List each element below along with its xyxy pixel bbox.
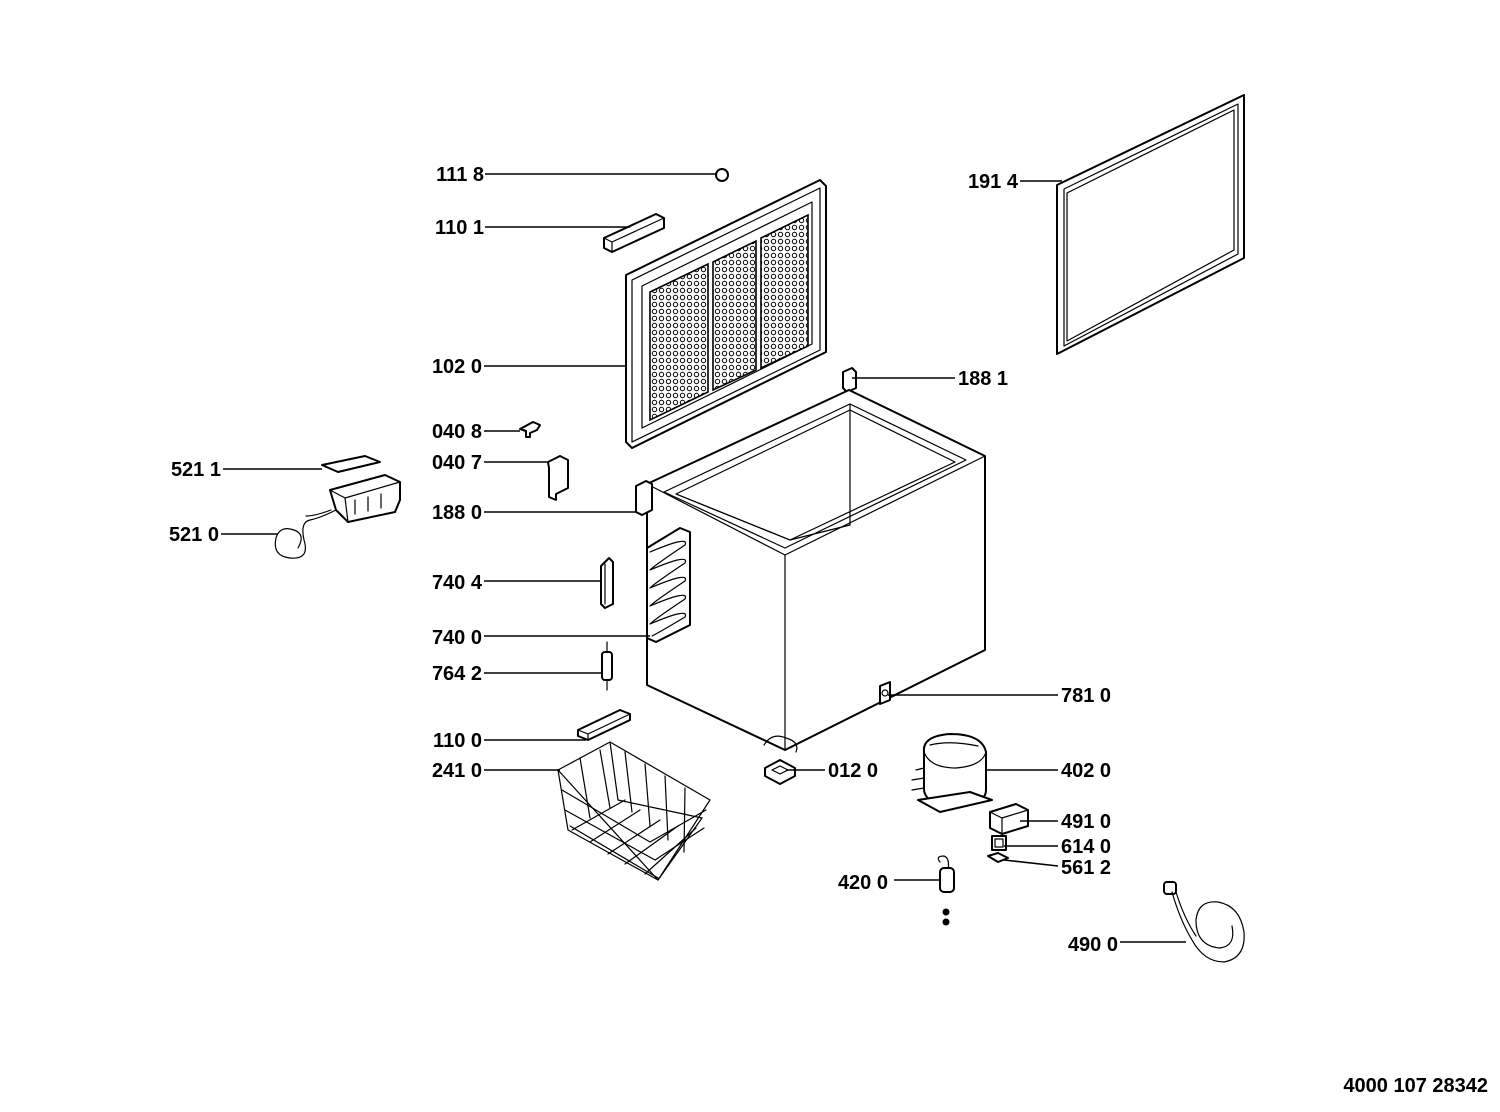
callout-110-1: 110 1 [435,217,484,239]
callout-521-0: 521 0 [169,524,219,546]
callout-740-0: 740 0 [432,627,482,649]
clip-part [519,421,541,438]
callout-040-8: 040 8 [432,421,482,443]
compressor-part [911,733,993,813]
starter-part [937,855,955,926]
foot-part [764,759,796,785]
bracket-part [547,455,569,501]
relay-cover-part [989,803,1029,835]
basket-part [557,741,711,881]
leader-lines [221,173,1186,943]
callout-764-2: 764 2 [432,663,482,685]
callout-614-0: 614 0 [1061,836,1111,858]
lid-handle-part [603,213,665,253]
callout-110-0: 110 0 [433,730,482,752]
callout-191-4: 191 4 [968,171,1019,193]
lid-part [625,179,827,449]
callout-561-2: 561 2 [1061,857,1111,879]
callout-188-0: 188 0 [432,502,482,524]
thermostat-capillary-part [274,509,337,559]
right-hinge-part [842,367,857,393]
relay-part [991,835,1007,851]
clamp-part [987,852,1009,863]
callout-188-1: 188 1 [958,368,1008,390]
callout-781-0: 781 0 [1061,685,1111,707]
thermostat-part [321,455,401,523]
callout-111-8: 111 8 [436,164,484,186]
callout-740-4: 740 4 [432,572,483,594]
callout-012-0: 012 0 [828,760,878,782]
earth-screw-part [879,681,891,705]
basket-handle-part [577,709,631,741]
callout-490-0: 490 0 [1068,934,1118,956]
condenser-coil-part [646,527,691,643]
callout-491-0: 491 0 [1061,811,1111,833]
document-number: 4000 107 28342 [1343,1075,1488,1097]
callout-420-0: 420 0 [838,872,888,894]
gasket-part [1056,94,1245,355]
cabinet-body-part [646,389,986,753]
lid-plug-part [715,168,729,182]
coil-holder-part [600,557,614,609]
left-hinge-part [635,480,653,516]
callout-241-0: 241 0 [432,760,482,782]
power-cord-part [1163,881,1245,963]
callout-040-7: 040 7 [432,452,482,474]
dryer-filter-part [601,641,613,691]
callout-402-0: 402 0 [1061,760,1111,782]
callout-521-1: 521 1 [171,459,221,481]
callout-102-0: 102 0 [432,356,482,378]
